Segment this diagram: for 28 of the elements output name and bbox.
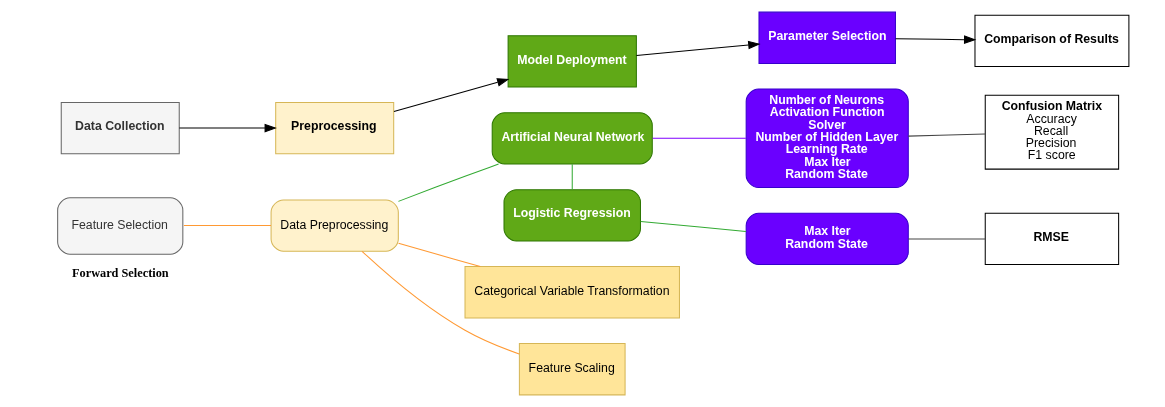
node-box: Data Preprocessing bbox=[270, 199, 399, 252]
node-box: Comparison of Results bbox=[974, 14, 1130, 68]
node-box: Artificial Neural Network bbox=[491, 112, 653, 165]
node-box: Model Deployment bbox=[507, 35, 637, 88]
arrow bbox=[393, 78, 510, 113]
arrow bbox=[895, 35, 977, 44]
connector bbox=[907, 238, 986, 240]
connector bbox=[571, 163, 573, 190]
node-box: Number of Neurons Activation Function Solver Number of Hidden Layer Learning Rate Max Iter Random State bbox=[745, 88, 909, 189]
connector bbox=[907, 133, 986, 137]
node-box: Confusion Matrix Accuracy Recall Precision F1 score bbox=[984, 94, 1120, 170]
arrow bbox=[635, 40, 761, 56]
node-box: Categorical Variable Transformation bbox=[464, 266, 680, 319]
connector bbox=[640, 221, 747, 232]
connector bbox=[652, 137, 747, 139]
connector bbox=[397, 163, 500, 202]
connector bbox=[361, 250, 520, 355]
node-box: Max Iter Random State bbox=[745, 212, 909, 266]
connector bbox=[183, 225, 272, 227]
node-box: Parameter Selection bbox=[758, 11, 896, 64]
node-box: Data Collection bbox=[60, 101, 180, 155]
node-box: Logistic Regression bbox=[503, 189, 641, 242]
node-box: Preprocessing bbox=[275, 101, 395, 155]
node-box: Feature Scaling bbox=[518, 343, 626, 396]
node-label: Forward Selection bbox=[72, 266, 169, 281]
node-box: RMSE bbox=[984, 212, 1120, 266]
arrow bbox=[178, 123, 277, 133]
connector bbox=[398, 242, 481, 267]
